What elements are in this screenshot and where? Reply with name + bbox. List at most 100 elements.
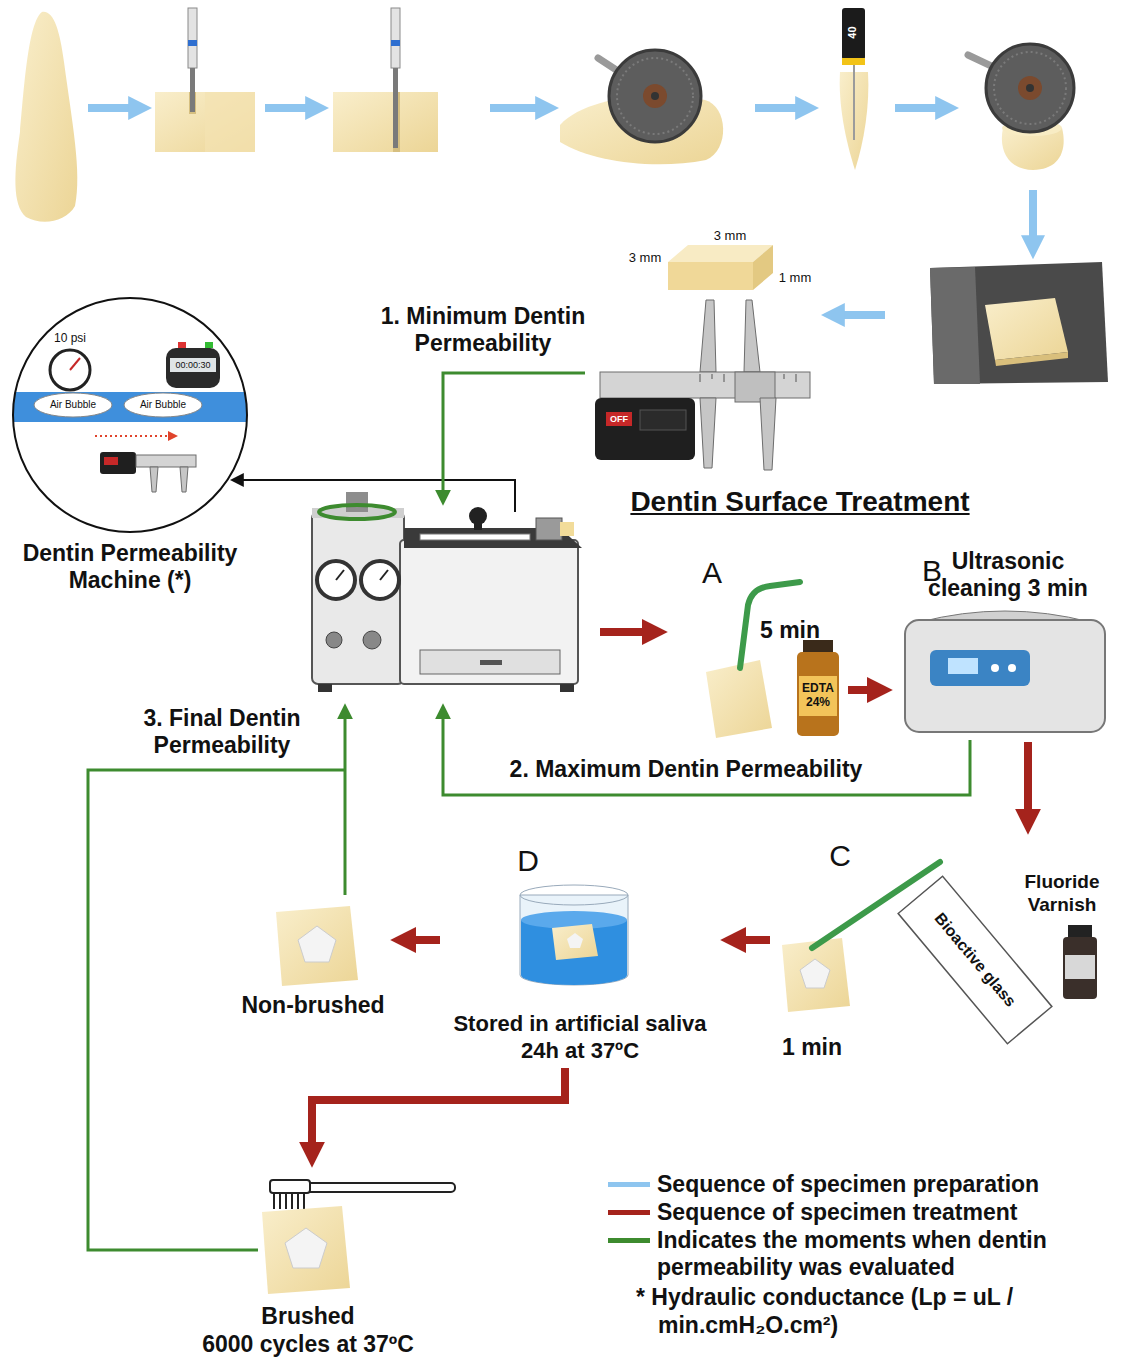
step-group: A5 minEDTA 24% — [692, 550, 848, 742]
permeability-machine — [474, 516, 482, 530]
permeability-machine — [361, 561, 399, 599]
edta-application — [797, 652, 839, 736]
permeability-machine — [363, 631, 381, 649]
specimen-group: Brushed6000 cycles at 37ºC — [194, 1168, 422, 1363]
ultrasonic-cleaner — [991, 664, 999, 672]
digital-caliper — [700, 300, 716, 372]
bubble-outline — [34, 393, 112, 417]
sandpaper — [995, 352, 1068, 366]
diamond-disc — [617, 58, 693, 134]
ultrasonic-cleaner — [905, 611, 1105, 732]
permeability-machine — [312, 492, 582, 692]
step-label: 2. Maximum Dentin Permeability — [486, 756, 886, 784]
endodontic-file — [842, 8, 865, 60]
legend-swatch — [608, 1238, 650, 1243]
node-text: 6000 cycles at 37ºC — [196, 1331, 421, 1359]
saliva-dish — [520, 885, 628, 985]
saliva-dish — [520, 885, 628, 905]
node-text: 00:00:30 — [170, 359, 216, 371]
permeability-machine — [480, 660, 502, 665]
saliva-dish — [521, 920, 627, 985]
diamond-bur — [391, 40, 400, 46]
digital-caliper — [700, 398, 716, 468]
endodontic-file — [842, 58, 865, 65]
diamond-disc — [986, 44, 1074, 132]
ultrasonic-cleaner — [948, 658, 978, 674]
varnish-application — [1068, 925, 1092, 937]
diamond-disc — [1018, 76, 1042, 100]
specimen-block — [285, 1228, 327, 1268]
digital-caliper — [760, 398, 776, 470]
magnifier-detail — [0, 298, 260, 532]
legend-text: Sequence of specimen treatment — [657, 1199, 1057, 1226]
magnifier-detail — [170, 358, 216, 372]
permeability-machine — [560, 684, 574, 692]
node-text: 1 min — [772, 1034, 852, 1062]
diamond-bur — [190, 68, 195, 112]
ultrasonic-cleaner — [1008, 664, 1016, 672]
varnish-application — [1065, 955, 1095, 979]
magnifier-detail — [166, 348, 220, 388]
permeability-machine — [346, 492, 368, 512]
endodontic-file — [853, 62, 855, 140]
diamond-disc — [651, 92, 659, 100]
air-bubble: Air Bubble — [123, 392, 203, 418]
varnish-application — [800, 959, 830, 988]
magnifier-detail — [205, 342, 213, 348]
dentin-block — [333, 92, 438, 152]
varnish-application — [782, 938, 850, 1012]
ultrasonic-cleaner — [905, 620, 1105, 732]
section-title: Dentin Surface Treatment — [600, 485, 1000, 519]
permeability-machine — [318, 684, 332, 692]
treatment-arrow — [848, 686, 872, 694]
dimension: 3 mm — [620, 250, 670, 266]
step-label: 3. Final Dentin Permeability — [137, 705, 307, 759]
magnifier-detail — [70, 358, 80, 370]
legend-swatch — [608, 1182, 650, 1187]
specimen-group: Non-brushed — [236, 895, 390, 1022]
diamond-disc — [609, 50, 701, 142]
magnifier-detail — [100, 452, 136, 474]
node-text: Stored in artificial saliva 24h at 37ºC — [443, 1010, 718, 1064]
sandpaper — [930, 267, 980, 384]
node-text: Air Bubble — [34, 399, 112, 411]
magnifier-detail — [50, 350, 90, 390]
preparation-arrow — [895, 104, 940, 112]
specimen-block — [262, 1206, 350, 1294]
step-group: DStored in artificial saliva 24h at 37ºC — [440, 838, 720, 1068]
dimension: 1 mm — [770, 270, 820, 286]
node-text: EDTA 24% — [799, 681, 837, 709]
toothbrush — [274, 1193, 304, 1209]
digital-caliper — [595, 300, 810, 470]
step-group: CFluoride VarnishBioactive glass1 min — [770, 835, 1113, 1068]
endodontic-file — [842, 8, 865, 140]
permeability-machine — [319, 505, 395, 519]
edta-application — [799, 676, 837, 716]
magnifier-detail — [150, 467, 158, 492]
digital-caliper — [606, 412, 632, 426]
magnifier-detail — [104, 457, 118, 465]
permeability-machine — [380, 570, 388, 580]
tooth — [15, 12, 77, 222]
tooth — [15, 12, 77, 222]
sandpaper — [985, 298, 1068, 360]
air-bubble: Air Bubble — [33, 392, 113, 418]
permeability-machine — [312, 512, 404, 684]
permeability-machine — [420, 650, 560, 674]
treatment-arrow — [411, 936, 440, 944]
file-size: 40 — [846, 13, 859, 53]
saliva-dish — [520, 895, 628, 985]
diamond-disc — [598, 50, 701, 142]
dentin-block — [205, 92, 255, 152]
treatment-arrow — [312, 1068, 565, 1147]
permeability-machine — [326, 632, 342, 648]
diamond-bur — [188, 8, 197, 112]
saliva-dish — [567, 933, 583, 948]
preparation-arrow — [840, 311, 885, 319]
node-text: Brushed — [208, 1303, 408, 1331]
preparation-arrow — [490, 104, 540, 112]
